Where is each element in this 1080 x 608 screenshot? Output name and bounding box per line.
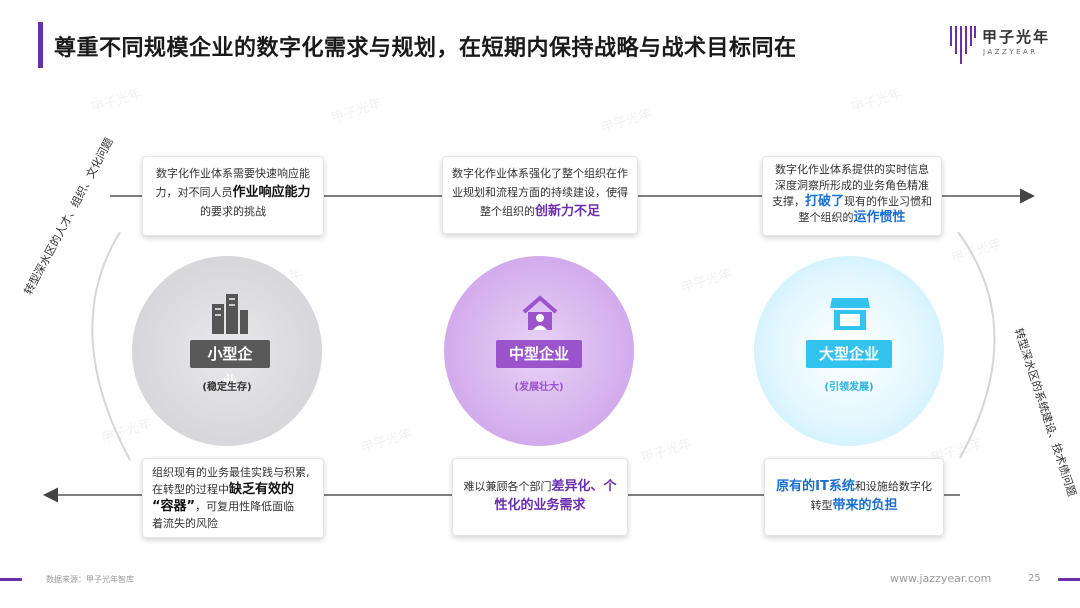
footer-source: 数据来源：甲子光年智库 — [46, 575, 134, 584]
logo-en-text: JAZZYEAR — [983, 48, 1038, 56]
card-top-small: 数字化作业体系需要快速响应能 力，对不同人员作业响应能力 的要求的挑战 — [142, 156, 324, 236]
left-arc — [91, 231, 131, 461]
badge-large-enterprise: 大型企业 — [806, 340, 892, 368]
jazzyear-logo-icon — [950, 26, 976, 64]
footer-url[interactable]: www.jazzyear.com — [890, 572, 992, 585]
right-arc — [957, 231, 996, 459]
logo-cn-text: 甲子光年 — [982, 28, 1051, 46]
storefront-icon — [830, 298, 870, 330]
sub-small-enterprise: (稳定生存) — [202, 382, 252, 393]
footer-accent-right — [1058, 578, 1080, 581]
badge-mid-enterprise: 中型企业 — [496, 340, 582, 368]
logo: 甲子光年 JAZZYEAR — [948, 24, 1058, 68]
card-top-large: 数字化作业体系提供的实时信息 深度洞察所形成的业务角色精准 支撑，打破了现有的作… — [762, 156, 942, 236]
page-title: 尊重不同规模企业的数字化需求与规划，在短期内保持战略与战术目标同在 — [54, 36, 797, 61]
buildings-icon — [212, 294, 248, 334]
card-bottom-small: 组织现有的业务最佳实践与积累, 在转型的过程中缺乏有效的 “容器”，可复用性降低… — [142, 458, 324, 538]
card-bottom-large: 原有的IT系统和设施给数字化 转型带来的负担 — [764, 458, 944, 536]
house-person-icon — [522, 295, 558, 330]
page-number: 25 — [1028, 573, 1041, 584]
card-bottom-mid: 难以兼顾各个部门差异化、个 性化的业务需求 — [452, 458, 628, 536]
footer-accent-left — [0, 578, 22, 581]
card-top-mid: 数字化作业体系强化了整个组织在作 业规划和流程方面的持续建设，使得 整个组织的创… — [442, 156, 638, 234]
title-accent-bar — [38, 22, 43, 68]
sub-mid-enterprise: (发展壮大) — [514, 382, 564, 393]
badge-small-enterprise: 小型企业 — [190, 340, 270, 391]
sub-large-enterprise: (引领发展) — [824, 382, 874, 393]
